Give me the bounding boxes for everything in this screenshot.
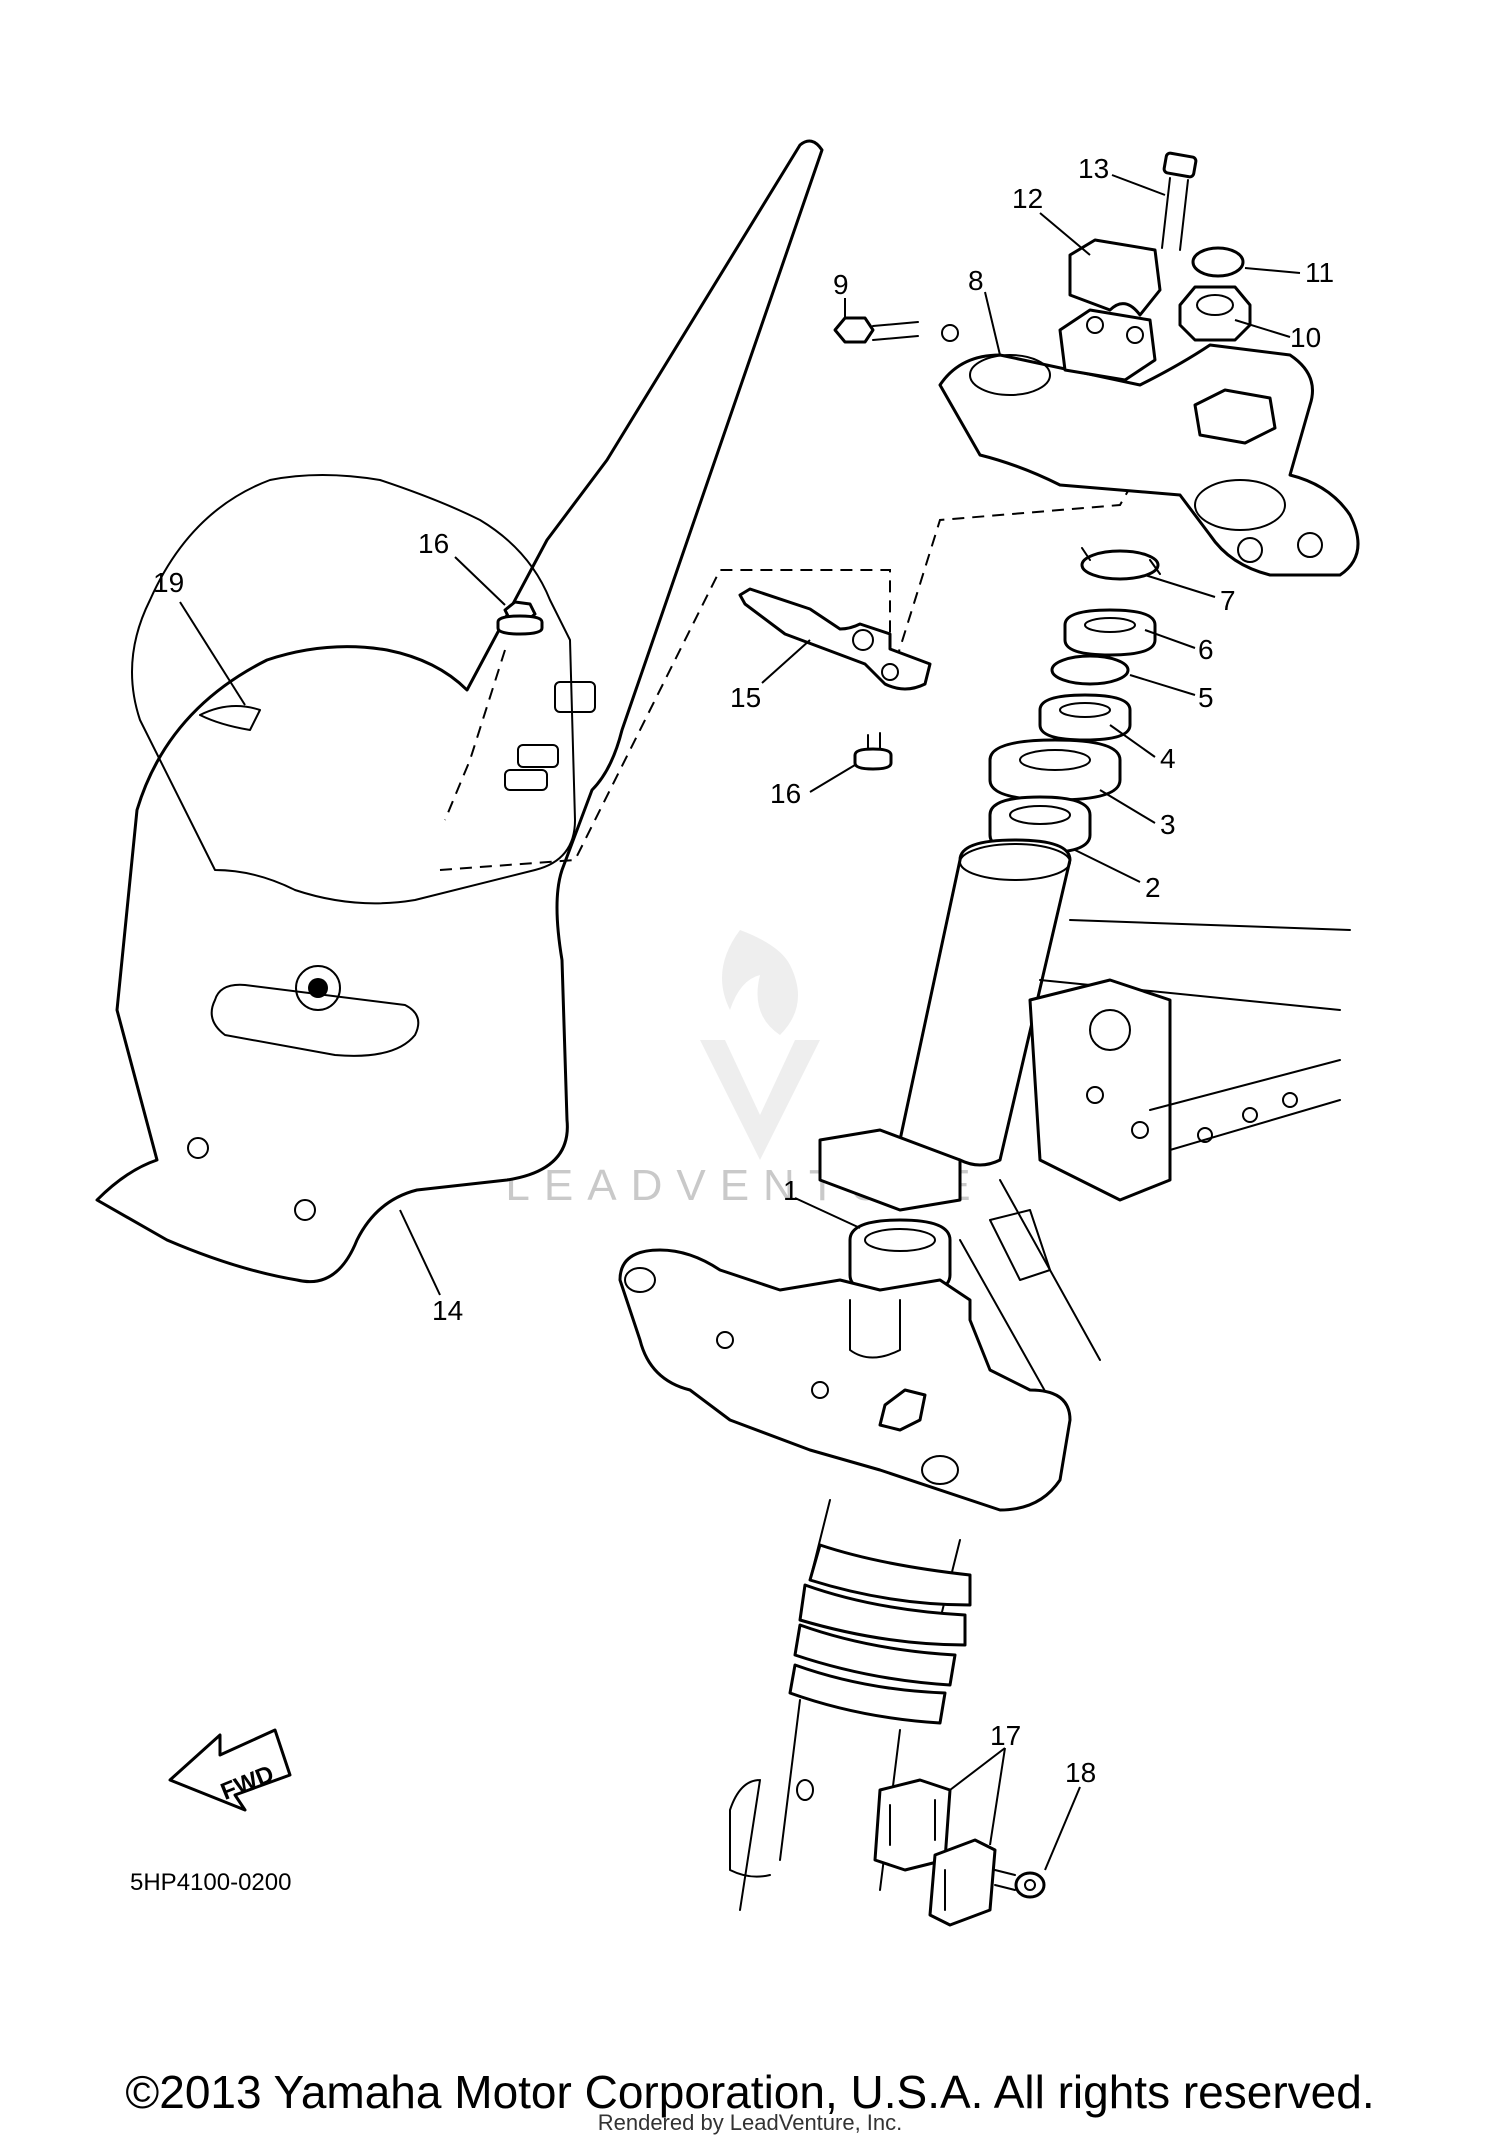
bolt-13 [1161,151,1198,251]
fork-tube [729,1499,972,1911]
clamp-17b [928,1838,997,1927]
callout-labels: 1 2 3 4 5 6 7 8 9 10 11 12 13 14 15 16 1… [153,153,1334,1788]
bolt-18 [994,1869,1046,1899]
bolt-16-upper [496,600,544,636]
ring-nut-4 [1038,693,1132,742]
callout-3: 3 [1160,809,1176,840]
callout-5: 5 [1198,682,1214,713]
callout-8: 8 [968,265,984,296]
watermark-logo [700,930,820,1160]
bolt-16-lower [853,732,893,771]
bolt-9 [833,316,959,344]
fwd-arrow-icon: FWD [168,1728,292,1812]
diagram-code: 5HP4100-0200 [130,1869,291,1896]
rendered-by-credit: Rendered by LeadVenture, Inc. [597,2110,903,2135]
callout-11: 11 [1305,257,1334,288]
leader-lines [179,174,1301,1871]
callout-12: 12 [1012,183,1043,214]
callout-16-lower: 16 [770,778,801,809]
callout-9: 9 [833,269,849,300]
callout-10: 10 [1290,322,1321,353]
callout-18: 18 [1065,1757,1096,1788]
callout-17: 17 [990,1720,1021,1751]
under-bracket [618,1248,1072,1512]
washer-7 [1080,547,1161,581]
callout-4: 4 [1160,743,1176,774]
guide-line-plate [439,569,891,871]
callout-13: 13 [1078,153,1109,184]
nut-10 [1178,285,1252,342]
number-plate [95,139,824,1284]
callout-19: 19 [153,567,184,598]
frame [818,838,1351,1401]
washer-5 [1050,654,1130,686]
upper-bracket [938,308,1360,577]
callout-16-upper: 16 [418,528,449,559]
cap-11 [1191,246,1245,278]
clamp-17a [873,1778,952,1872]
bracket-15 [738,587,932,691]
callout-2: 2 [1145,872,1161,903]
ring-nut-6 [1063,608,1157,657]
copyright-notice: ©2013 Yamaha Motor Corporation, U.S.A. A… [125,2066,1375,2118]
callout-1: 1 [783,1175,799,1206]
handlebar-holder [1068,238,1162,317]
callout-7: 7 [1220,585,1236,616]
callout-15: 15 [730,682,761,713]
callout-6: 6 [1198,634,1214,665]
callout-14: 14 [432,1295,463,1326]
